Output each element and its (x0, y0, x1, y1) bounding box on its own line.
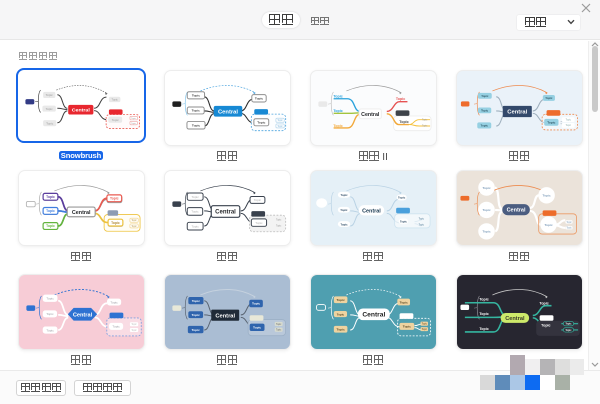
svg-text:Topic: Topic (333, 123, 342, 127)
svg-text:Topic: Topic (131, 117, 137, 119)
svg-text:Topic: Topic (131, 122, 137, 124)
svg-text:Topic: Topic (46, 312, 54, 316)
svg-text:Topic: Topic (541, 323, 550, 327)
svg-text:Topic: Topic (251, 301, 259, 305)
svg-text:Central: Central (507, 109, 527, 115)
svg-text:Topic: Topic (46, 224, 55, 228)
svg-text:Topic: Topic (46, 209, 55, 213)
svg-text:Topic: Topic (481, 94, 489, 98)
svg-text:Topic: Topic (257, 120, 265, 124)
svg-text:Topic: Topic (539, 301, 548, 305)
svg-text:Topic: Topic (482, 230, 490, 234)
svg-text:Central: Central (72, 312, 92, 318)
svg-text:Topic: Topic (544, 223, 552, 227)
svg-text:Topic: Topic (253, 325, 261, 329)
svg-text:Topic: Topic (333, 109, 342, 113)
svg-text:Topic: Topic (395, 97, 404, 101)
svg-text:Topic: Topic (402, 324, 410, 328)
svg-text:Topic: Topic (565, 329, 572, 331)
svg-text:Topic: Topic (46, 195, 55, 199)
svg-text:Central: Central (72, 107, 91, 113)
svg-text:Topic: Topic (191, 298, 199, 302)
svg-text:Topic: Topic (542, 194, 550, 198)
svg-text:Central: Central (505, 316, 525, 322)
svg-text:Central: Central (215, 313, 235, 319)
svg-text:Topic: Topic (480, 123, 488, 127)
svg-text:Central: Central (218, 109, 238, 115)
svg-text:Topic: Topic (131, 329, 137, 331)
svg-text:Topic: Topic (336, 312, 344, 316)
svg-text:Central: Central (71, 210, 90, 216)
svg-text:Topic: Topic (191, 224, 199, 228)
svg-text:Topic: Topic (46, 328, 54, 332)
svg-text:Topic: Topic (479, 312, 488, 316)
svg-text:Topic: Topic (481, 108, 489, 112)
svg-text:Topic: Topic (131, 324, 137, 326)
svg-text:Topic: Topic (566, 228, 572, 230)
svg-text:Central: Central (506, 208, 525, 214)
svg-text:Topic: Topic (191, 123, 199, 127)
svg-text:Topic: Topic (112, 324, 120, 328)
svg-text:Topic: Topic (399, 220, 406, 224)
svg-text:Central: Central (215, 210, 236, 216)
svg-text:Topic: Topic (398, 196, 406, 200)
svg-text:Topic: Topic (340, 193, 348, 197)
svg-text:Topic: Topic (112, 117, 120, 121)
svg-text:Topic: Topic (399, 300, 407, 304)
svg-text:Topic: Topic (276, 226, 282, 228)
svg-text:Topic: Topic (422, 119, 428, 121)
svg-text:Topic: Topic (277, 125, 283, 127)
svg-text:Topic: Topic (547, 120, 555, 124)
svg-text:Topic: Topic (482, 186, 490, 190)
svg-text:Topic: Topic (131, 220, 137, 222)
svg-text:Topic: Topic (109, 196, 118, 200)
svg-text:Topic: Topic (46, 106, 53, 110)
svg-text:Topic: Topic (276, 220, 282, 222)
svg-text:Topic: Topic (191, 327, 199, 331)
svg-text:Topic: Topic (565, 125, 571, 127)
svg-text:Topic: Topic (482, 208, 490, 212)
svg-text:Topic: Topic (340, 208, 348, 212)
svg-text:Topic: Topic (479, 326, 488, 330)
svg-text:Central: Central (362, 208, 381, 214)
svg-text:Topic: Topic (191, 312, 199, 316)
svg-text:Topic: Topic (111, 221, 120, 225)
svg-text:Topic: Topic (336, 327, 344, 331)
svg-text:Topic: Topic (336, 298, 344, 302)
svg-text:Topic: Topic (421, 329, 427, 331)
svg-text:Topic: Topic (112, 97, 119, 101)
svg-text:Central: Central (362, 311, 385, 318)
svg-text:Topic: Topic (253, 198, 261, 202)
svg-text:Topic: Topic (46, 93, 54, 97)
svg-text:Topic: Topic (565, 119, 571, 121)
svg-text:Topic: Topic (565, 323, 572, 325)
svg-text:Topic: Topic (191, 108, 199, 112)
svg-text:Topic: Topic (418, 218, 424, 220)
svg-text:Topic: Topic (254, 96, 262, 100)
svg-text:Topic: Topic (276, 323, 282, 325)
svg-text:Topic: Topic (191, 195, 199, 199)
svg-text:Topic: Topic (46, 121, 54, 125)
svg-text:Topic: Topic (421, 323, 427, 325)
svg-text:Topic: Topic (191, 93, 199, 97)
svg-text:Topic: Topic (418, 225, 424, 227)
svg-text:Topic: Topic (46, 296, 54, 300)
svg-text:Topic: Topic (255, 221, 263, 225)
svg-text:Topic: Topic (277, 120, 283, 122)
svg-text:Topic: Topic (479, 297, 488, 301)
svg-text:Topic: Topic (276, 329, 282, 331)
svg-text:Topic: Topic (191, 210, 199, 214)
svg-text:Topic: Topic (422, 125, 428, 127)
svg-text:Topic: Topic (340, 222, 348, 226)
svg-text:Topic: Topic (566, 222, 572, 224)
svg-text:Topic: Topic (399, 119, 408, 123)
svg-text:Topic: Topic (545, 96, 553, 100)
svg-text:Topic: Topic (110, 300, 118, 304)
svg-text:Topic: Topic (131, 226, 137, 228)
svg-text:Topic: Topic (333, 94, 342, 98)
svg-text:Central: Central (361, 111, 380, 117)
